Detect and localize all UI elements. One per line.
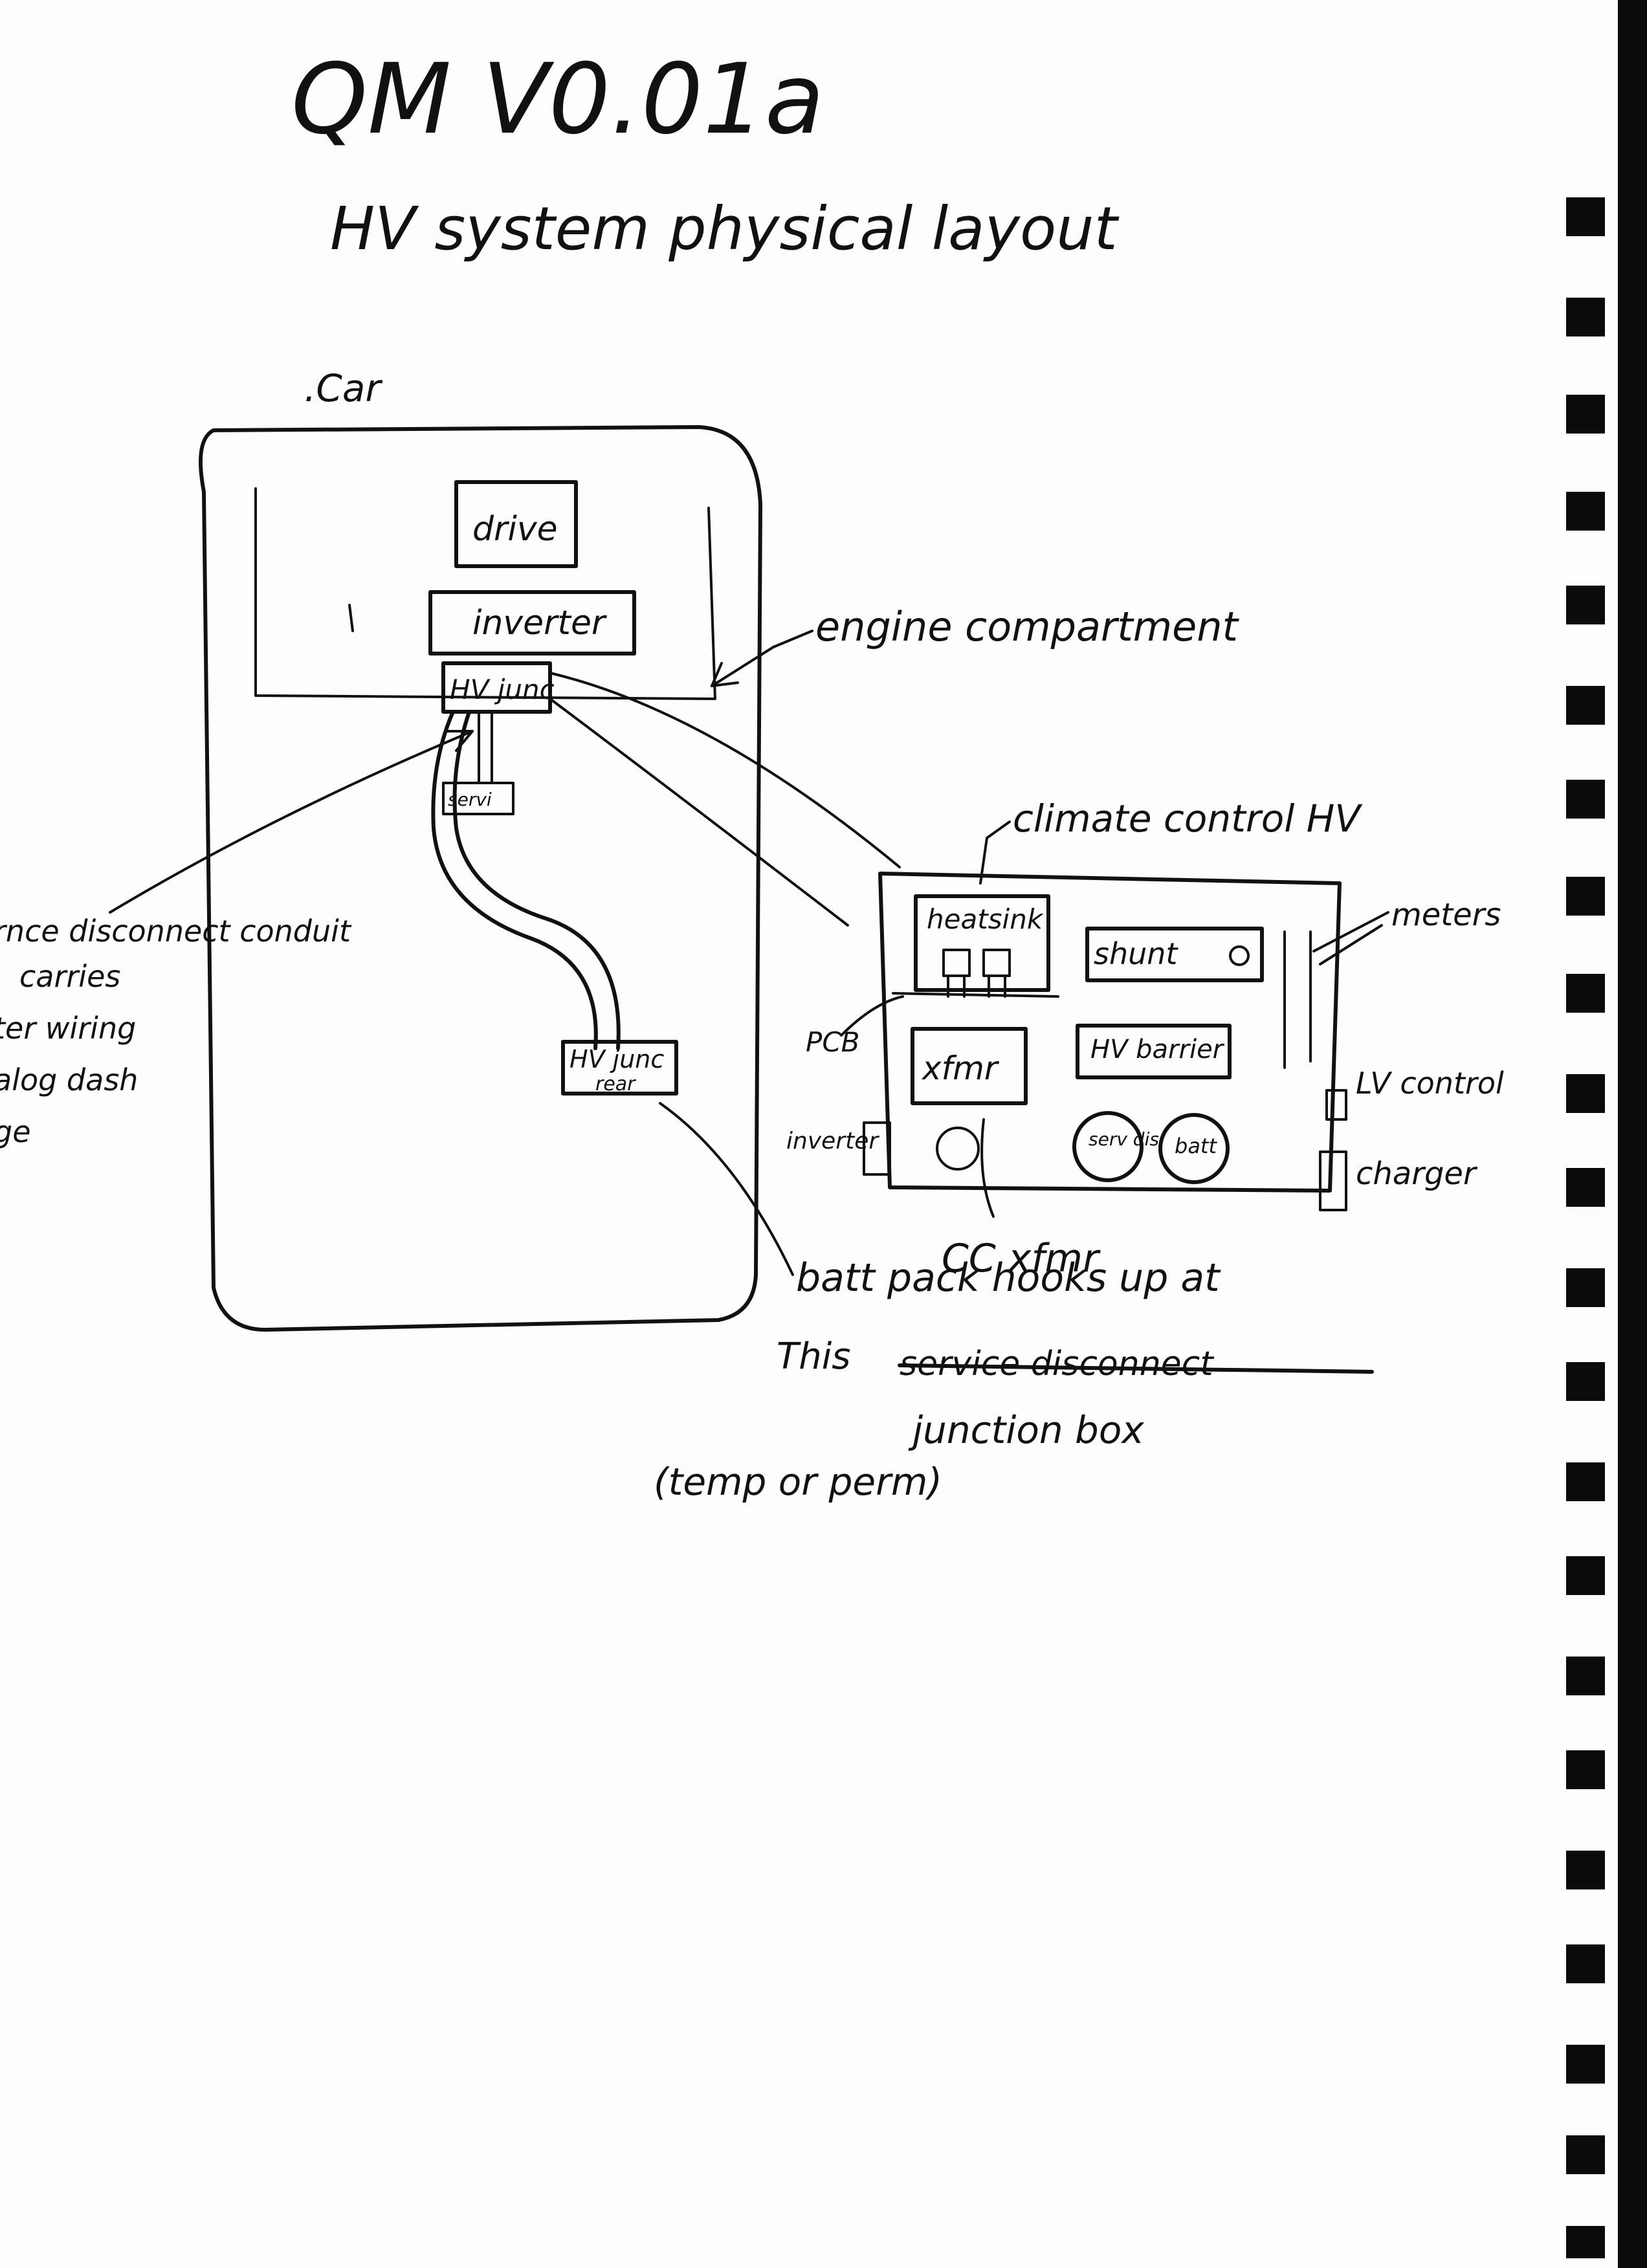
engine-compartment-label: engine compartment: [815, 603, 1240, 650]
page-subtitle: HV system physical layout: [330, 194, 1120, 263]
shunt-terminal: [1229, 945, 1250, 966]
pcb-label: PCB: [806, 1026, 859, 1058]
cc-xfmr-circle: [936, 1127, 980, 1171]
hv-cable-upper: [549, 672, 901, 868]
meter-wires: [1283, 930, 1312, 1069]
hv-barrier-box: [1076, 1024, 1232, 1079]
charger-label: charger: [1356, 1156, 1478, 1192]
meters-label: meters: [1391, 897, 1501, 933]
conduit-note-2: carries: [19, 959, 120, 994]
inverter-box: [428, 590, 636, 655]
strikethrough: [898, 1363, 1374, 1374]
car-outline: [199, 425, 762, 1332]
climate-control-label: climate control HV: [1013, 797, 1363, 841]
conduit-right: [452, 710, 621, 1050]
engine-arrow: [711, 630, 813, 687]
hv-junction-label: HV junc: [450, 674, 555, 705]
conduit-note-1: rnce disconnect conduit: [0, 914, 352, 949]
hv-cable-lower: [549, 698, 849, 927]
climate-control-arrow: [979, 820, 1011, 885]
serv-dis-circle: [1072, 1111, 1144, 1182]
pcb-line: [892, 992, 1059, 998]
service-leads: [478, 710, 493, 784]
engine-compartment-outline: [254, 487, 716, 700]
rear-junction-arrow: [659, 1102, 794, 1276]
shunt-label: shunt: [1094, 936, 1178, 971]
engine-arrowhead: [711, 662, 739, 687]
pcb-arrow: [840, 995, 904, 1037]
drive-box: [454, 480, 578, 568]
batt-circle: [1158, 1113, 1230, 1184]
binding-holes: [1566, 0, 1647, 2268]
cc-xfmr-arrow: [980, 1118, 995, 1218]
note-line-3: junction box: [908, 1408, 1144, 1452]
hv-junction-rear-box: [561, 1040, 678, 1095]
charger-port: [1319, 1151, 1347, 1211]
lv-control-label: LV control: [1356, 1066, 1504, 1101]
note-line-4: (temp or perm): [654, 1460, 942, 1504]
conduit-note-5: ge: [0, 1114, 31, 1149]
hv-junction-box: [441, 661, 552, 714]
hv-junction-rear-label: HV junc: [569, 1045, 664, 1073]
car-label: .Car: [304, 366, 382, 410]
batt-label: batt: [1175, 1134, 1217, 1158]
component-a: [942, 949, 971, 977]
inverter-port-label: inverter: [786, 1128, 879, 1154]
lv-control-port: [1325, 1089, 1347, 1121]
conduit-left: [431, 710, 598, 1050]
component-b: [982, 949, 1011, 977]
conduit-note-arrow: [109, 730, 474, 914]
xfmr-box: [911, 1027, 1028, 1105]
note-line-2-a: This: [777, 1336, 850, 1378]
climate-control-box: [878, 872, 1342, 1193]
shunt-box: [1085, 927, 1264, 982]
hv-barrier-label: HV barrier: [1090, 1035, 1225, 1064]
inverter-label: inverter: [472, 604, 608, 643]
heatsink-box: [914, 894, 1050, 992]
cc-xfmr-label: CC xfmr: [942, 1236, 1101, 1281]
conduit-note-4: alog dash: [0, 1062, 138, 1097]
component-leads: [947, 974, 1006, 998]
conduit-note-3: ter wiring: [0, 1011, 136, 1046]
inverter-port: [863, 1121, 891, 1176]
xfmr-label: xfmr: [921, 1050, 1000, 1087]
note-line-1: batt pack hooks up at: [796, 1255, 1221, 1301]
tick-mark: [348, 604, 354, 632]
note-line-2-struck: service disconnect: [900, 1345, 1214, 1383]
page-title: QM V0.01a: [291, 43, 824, 156]
conduit-note-arrowhead: [445, 730, 474, 752]
heatsink-label: heatsink: [927, 903, 1044, 935]
drive-label: drive: [472, 510, 558, 549]
serv-dis-label: serv dis: [1089, 1128, 1159, 1150]
meters-arrows: [1312, 911, 1389, 965]
hv-junction-rear-sub: rear: [595, 1073, 636, 1095]
